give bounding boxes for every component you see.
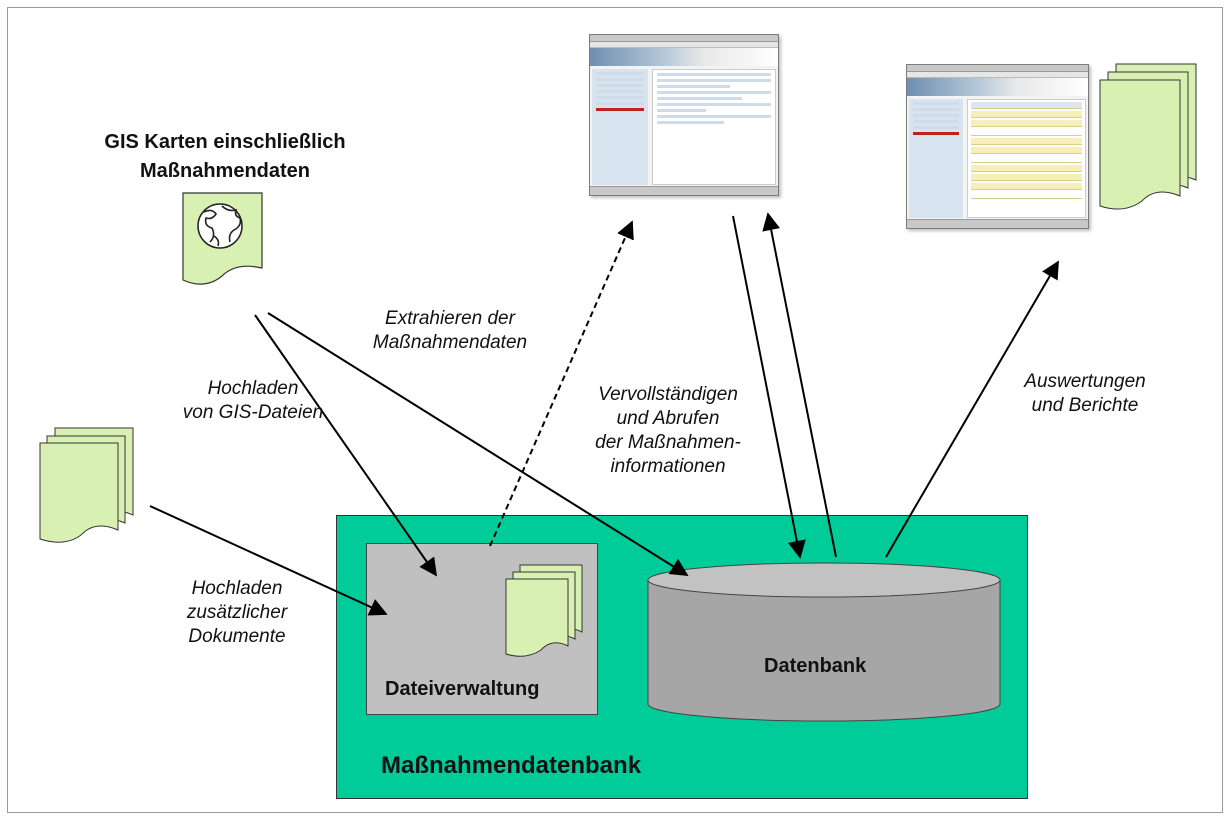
extrahieren-label: Extrahieren der Maßnahmendaten xyxy=(372,308,528,353)
diagram-frame xyxy=(7,7,1223,813)
massnahmendatenbank-label: Maßnahmendatenbank xyxy=(381,752,642,779)
arrow-datenbank-to-screenshot xyxy=(762,212,837,558)
arrow-screenshot-to-datenbank xyxy=(732,215,806,559)
arrow-gis-to-dateiverwaltung xyxy=(254,314,438,577)
browser-screenshot-form xyxy=(589,34,779,196)
arrow-hochladen-dokumente xyxy=(149,505,388,616)
vervollstaendigen-label: Vervollständigen und Abrufen der Maßnahm… xyxy=(595,384,741,477)
hochladen-dokumente-label: Hochladen zusätzlicher Dokumente xyxy=(186,578,288,647)
datenbank-cylinder xyxy=(647,562,1001,722)
report-stack-icon xyxy=(1099,63,1197,210)
browser-screenshot-table xyxy=(906,64,1089,229)
globe-document-icon xyxy=(182,192,263,285)
datenbank-label: Datenbank xyxy=(764,655,867,677)
document-stack-icon xyxy=(39,427,134,543)
arrow-gis-to-datenbank xyxy=(267,312,689,576)
dateiverwaltung-label: Dateiverwaltung xyxy=(385,678,540,700)
auswertungen-label: Auswertungen und Berichte xyxy=(1024,371,1146,416)
gis-title: GIS Karten einschließlich Maßnahmendaten xyxy=(104,131,346,182)
file-stack-icon xyxy=(505,564,583,657)
hochladen-gis-label: Hochladen von GIS-Dateien xyxy=(182,378,324,423)
arrow-extrahieren xyxy=(489,220,634,547)
arrow-auswertungen xyxy=(885,260,1059,558)
